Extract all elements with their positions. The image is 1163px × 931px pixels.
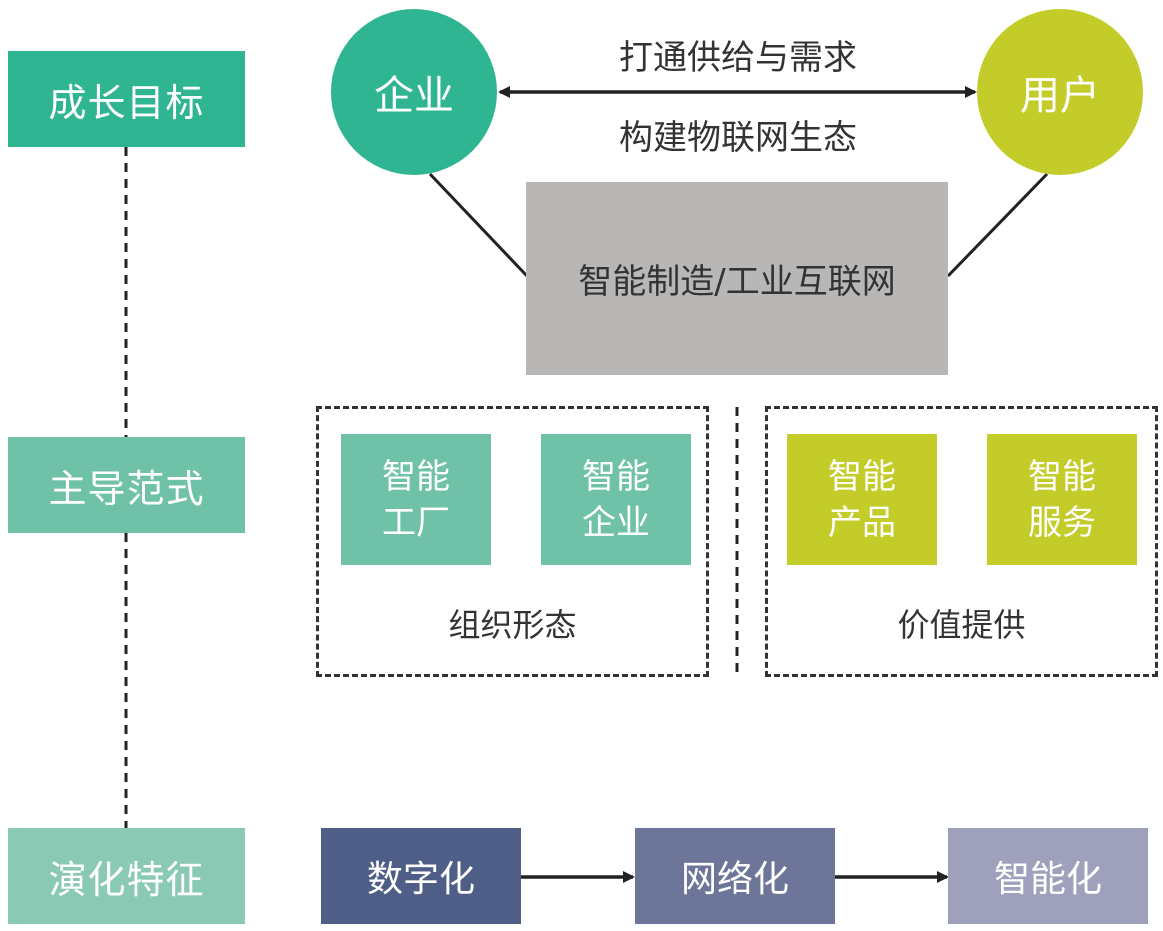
tile-line: 智能 [1028,456,1096,497]
tile-line: 产品 [828,502,896,543]
level-evolution-feature: 演化特征 [8,828,245,924]
step-intelligence: 智能化 [948,828,1148,924]
tile-line: 智能 [828,456,896,497]
platform-box: 智能制造/工业互联网 [526,182,948,375]
tile-line: 智能 [382,456,450,497]
enterprise-to-platform-line [428,172,529,278]
tile-smart-enterprise: 智能 企业 [541,434,691,565]
tile-smart-product: 智能 产品 [787,434,937,565]
tile-line: 智能 [582,456,650,497]
tile-line: 工厂 [382,502,450,543]
enterprise-circle: 企业 [331,9,497,175]
step-digitalization: 数字化 [321,828,521,924]
tile-smart-factory: 智能 工厂 [341,434,491,565]
step-networking: 网络化 [635,828,835,924]
organization-form-label: 组织形态 [448,606,577,644]
level-growth-goal: 成长目标 [8,51,245,147]
tile-smart-service: 智能 服务 [987,434,1137,565]
arrow-caption-bottom: 构建物联网生态 [619,118,857,158]
user-circle: 用户 [977,9,1143,175]
level-dominant-paradigm: 主导范式 [8,437,245,533]
value-provision-label: 价值提供 [897,606,1026,644]
organization-form-group [316,406,709,677]
user-to-platform-line [946,172,1049,278]
tile-line: 服务 [1028,502,1096,543]
tile-line: 企业 [582,502,650,543]
arrow-caption-top: 打通供给与需求 [619,38,857,78]
value-provision-group [765,406,1158,677]
